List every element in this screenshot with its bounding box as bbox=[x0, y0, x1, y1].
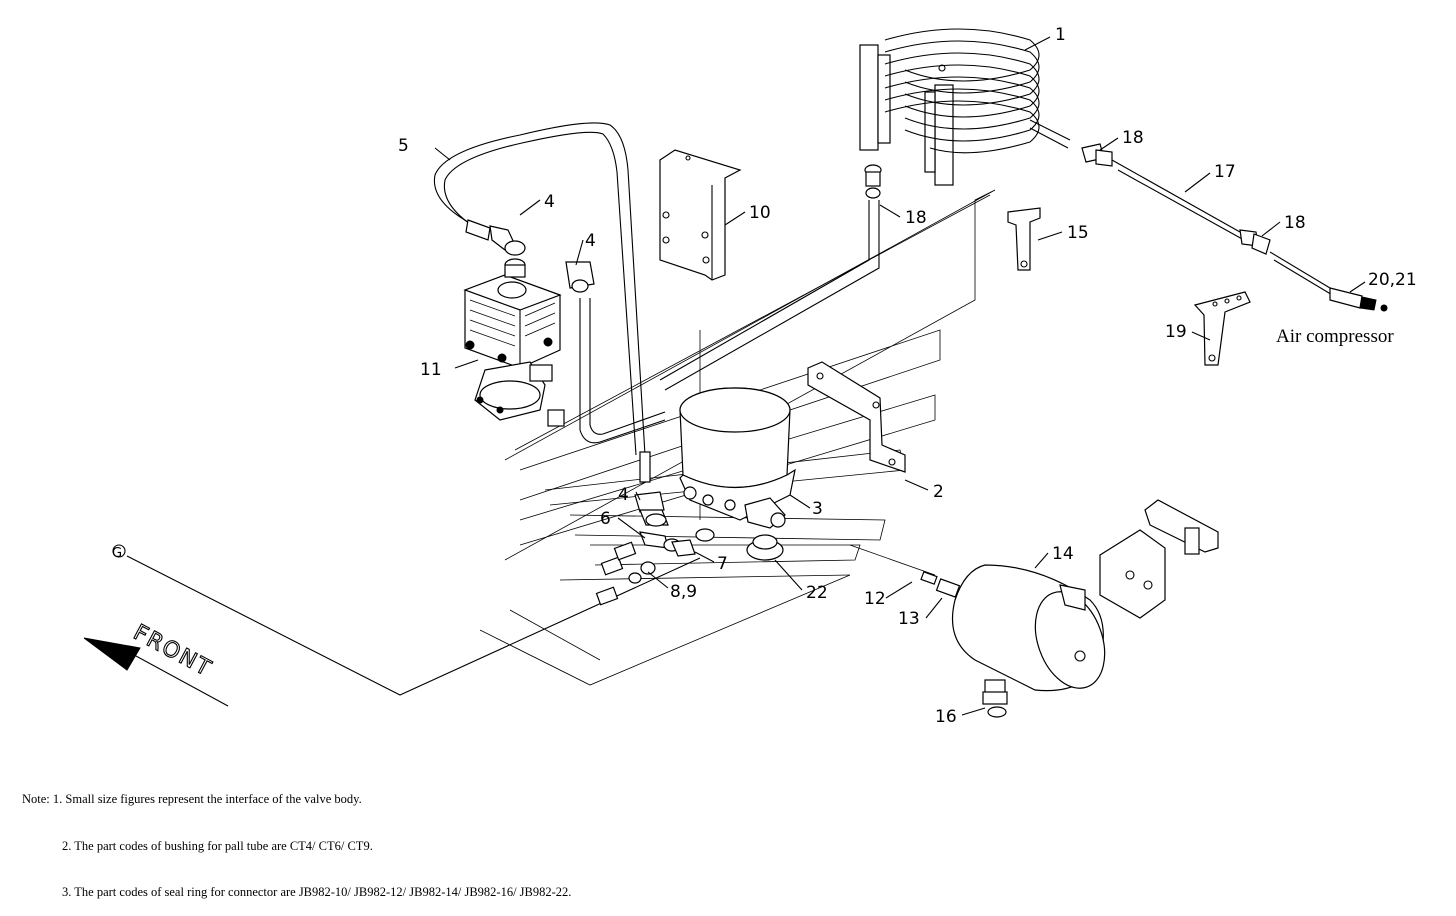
notes-block: Note: 1. Small size figures represent th… bbox=[22, 761, 571, 916]
callout-17: 17 bbox=[1214, 162, 1236, 182]
callout-18-b: 18 bbox=[1284, 213, 1306, 233]
callout-13: 13 bbox=[898, 609, 920, 629]
bracket-15 bbox=[1007, 207, 1041, 271]
condenser-coil bbox=[859, 28, 1071, 186]
note-line-3: 3. The part codes of seal ring for conne… bbox=[62, 885, 572, 899]
bracket-10 bbox=[659, 149, 742, 281]
g-label: G bbox=[112, 546, 122, 561]
drain-fittings bbox=[849, 544, 961, 598]
callout-8-9: 8,9 bbox=[670, 582, 697, 602]
callout-4-b: 4 bbox=[585, 231, 596, 251]
pipe-loop bbox=[579, 298, 666, 483]
g-circle bbox=[112, 544, 126, 558]
callout-2: 2 bbox=[933, 482, 944, 502]
callout-6: 6 bbox=[600, 509, 611, 529]
leader-lines bbox=[434, 36, 1366, 716]
air-dryer-3 bbox=[679, 387, 796, 529]
callout-4-a: 4 bbox=[544, 192, 555, 212]
callout-labels: 1 2 3 4 4 4 5 6 7 8,9 10 11 12 13 14 15 … bbox=[398, 25, 1417, 727]
callout-10: 10 bbox=[749, 203, 771, 223]
callout-15: 15 bbox=[1067, 223, 1089, 243]
callout-5: 5 bbox=[398, 136, 409, 156]
air-tank-14 bbox=[951, 564, 1106, 692]
air-compressor-label: Air compressor bbox=[1276, 326, 1394, 347]
callout-19: 19 bbox=[1165, 322, 1187, 342]
fittings-4-upper bbox=[465, 219, 595, 293]
callout-22: 22 bbox=[806, 583, 828, 603]
callout-20-21: 20,21 bbox=[1368, 270, 1417, 290]
air-system-exploded-diagram: G FRONT bbox=[83, 25, 1417, 727]
note-line-2: 2. The part codes of bushing for pall tu… bbox=[62, 838, 373, 853]
callout-3: 3 bbox=[812, 499, 823, 519]
callout-7: 7 bbox=[717, 554, 728, 574]
callout-4-c: 4 bbox=[618, 485, 629, 505]
small-fittings bbox=[595, 491, 784, 606]
callout-12: 12 bbox=[864, 589, 886, 609]
valve-unit-11 bbox=[463, 258, 565, 427]
callout-1: 1 bbox=[1055, 25, 1066, 45]
callout-18-c: 18 bbox=[905, 208, 927, 228]
bracket-2 bbox=[807, 361, 906, 473]
callout-11: 11 bbox=[420, 360, 442, 380]
drain-valve-16 bbox=[982, 679, 1008, 718]
tank-straps bbox=[1099, 499, 1219, 619]
pipe-17-assembly bbox=[1081, 143, 1388, 312]
callout-16: 16 bbox=[935, 707, 957, 727]
diagram-canvas: G FRONT bbox=[22, 25, 1417, 899]
pipe-18-middle bbox=[659, 164, 882, 391]
front-label: FRONT bbox=[129, 620, 216, 682]
bracket-19 bbox=[1193, 291, 1251, 366]
front-arrow: FRONT bbox=[83, 620, 229, 707]
callout-14: 14 bbox=[1052, 544, 1074, 564]
callout-18-a: 18 bbox=[1122, 128, 1144, 148]
hose-5 bbox=[433, 122, 646, 456]
note-line-1: Note: 1. Small size figures represent th… bbox=[22, 792, 362, 806]
